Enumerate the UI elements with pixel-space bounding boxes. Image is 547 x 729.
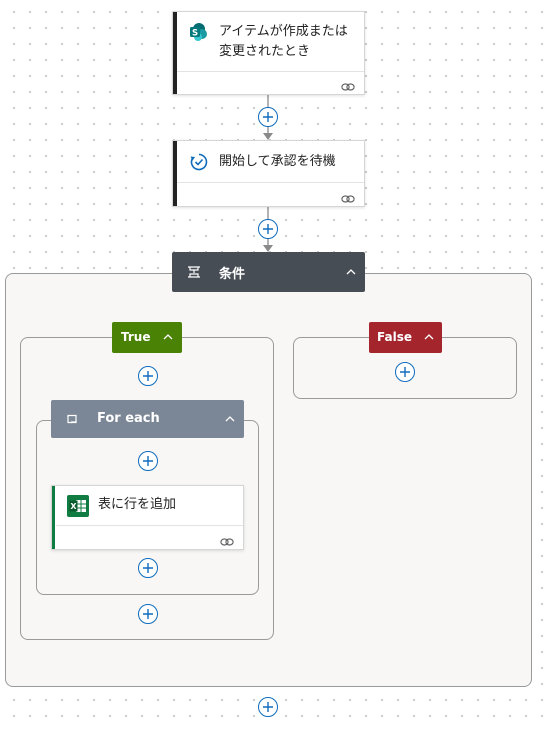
- link-icon: [341, 189, 355, 203]
- false-branch-header[interactable]: False: [369, 322, 442, 353]
- chevron-up-icon[interactable]: [225, 416, 235, 422]
- excel-action-title: 表に行を追加: [98, 497, 177, 512]
- trigger-title-line1: アイテムが作成または: [219, 24, 348, 39]
- trigger-title-line2: 変更されたとき: [219, 44, 311, 59]
- add-step-button[interactable]: [258, 107, 278, 127]
- foreach-header[interactable]: For each: [51, 400, 244, 438]
- add-step-button[interactable]: [258, 219, 278, 239]
- add-false-step-button[interactable]: [395, 362, 415, 382]
- add-true-step-button[interactable]: [138, 366, 158, 386]
- plus-icon: [143, 563, 153, 573]
- approval-icon: [189, 152, 209, 172]
- condition-icon: [187, 265, 201, 279]
- svg-text:X: X: [70, 502, 77, 511]
- excel-add-row-card[interactable]: X 表に行を追加: [51, 485, 244, 550]
- sharepoint-icon: S: [189, 23, 207, 41]
- add-loop-step-button[interactable]: [138, 451, 158, 471]
- link-icon: [341, 77, 355, 91]
- condition-title: 条件: [219, 267, 246, 282]
- plus-icon: [400, 367, 410, 377]
- trigger-card[interactable]: S アイテムが作成または 変更されたとき: [172, 11, 365, 95]
- card-divider: [177, 71, 364, 72]
- plus-icon: [263, 702, 273, 712]
- card-accent: [173, 12, 177, 94]
- chevron-up-icon[interactable]: [346, 269, 356, 275]
- true-label: True: [121, 330, 151, 344]
- link-icon: [220, 532, 234, 546]
- card-divider: [56, 525, 243, 526]
- card-divider: [177, 182, 364, 183]
- loop-icon: [66, 413, 78, 425]
- approval-card[interactable]: 開始して承認を待機: [172, 140, 365, 207]
- true-branch-header[interactable]: True: [112, 322, 182, 353]
- plus-icon: [143, 371, 153, 381]
- chevron-up-icon[interactable]: [424, 334, 434, 340]
- plus-icon: [143, 456, 153, 466]
- foreach-title: For each: [97, 411, 160, 426]
- add-step-button[interactable]: [258, 697, 278, 717]
- excel-icon: X: [67, 495, 89, 517]
- add-true-step-button[interactable]: [138, 604, 158, 624]
- card-accent: [52, 486, 55, 549]
- condition-header[interactable]: 条件: [172, 252, 365, 292]
- trigger-title: アイテムが作成または 変更されたとき: [219, 22, 348, 62]
- approval-title: 開始して承認を待機: [219, 154, 336, 169]
- chevron-up-icon[interactable]: [163, 334, 173, 340]
- plus-icon: [143, 609, 153, 619]
- add-loop-step-button[interactable]: [138, 558, 158, 578]
- card-accent: [173, 141, 177, 206]
- plus-icon: [263, 112, 273, 122]
- svg-text:S: S: [192, 29, 198, 39]
- plus-icon: [263, 224, 273, 234]
- false-label: False: [377, 330, 412, 344]
